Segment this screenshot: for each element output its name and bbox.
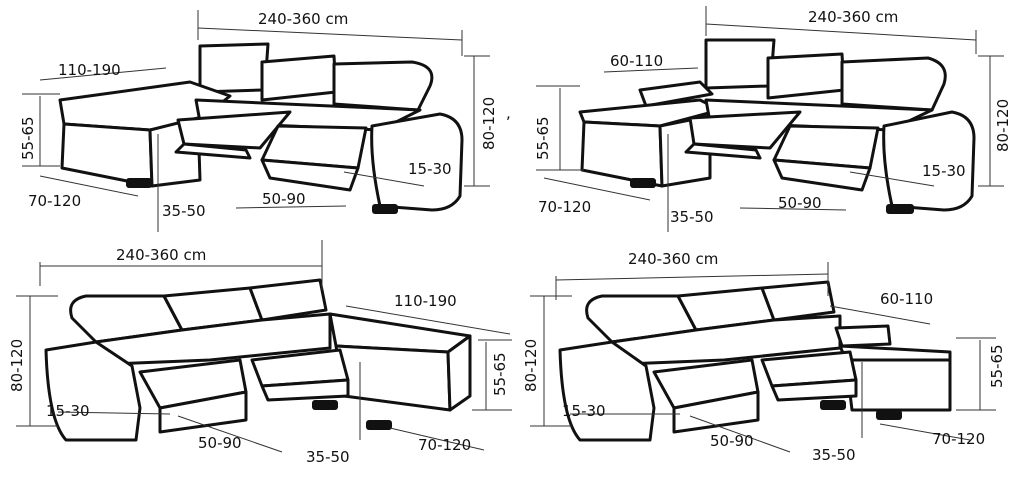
total-height-label: 80-120 bbox=[8, 339, 26, 392]
seat-height-label: 55-65 bbox=[19, 116, 37, 160]
seat-height-label: 55-65 bbox=[534, 116, 552, 160]
width-label: 240-360 cm bbox=[628, 250, 718, 268]
backrest-tilt-label: 15-30 bbox=[408, 160, 452, 178]
total-height-label: 80-120 bbox=[480, 97, 498, 150]
chaise-depth-label: 70-120 bbox=[932, 430, 985, 448]
separator-mark: , bbox=[506, 104, 511, 122]
dimension-lines bbox=[22, 10, 490, 232]
sofa-drawing bbox=[44, 278, 472, 442]
sofa-drawing bbox=[58, 42, 464, 214]
chaise-length-label: 60-110 bbox=[610, 52, 663, 70]
chaise-length-label: 110-190 bbox=[58, 61, 121, 79]
chaise-depth-label: 70-120 bbox=[418, 436, 471, 454]
recline-depth-label: 35-50 bbox=[162, 202, 206, 220]
total-height-label: 80-120 bbox=[522, 339, 540, 392]
chaise-depth-label: 70-120 bbox=[28, 192, 81, 210]
footrest-label: 50-90 bbox=[198, 434, 242, 452]
footrest-label: 50-90 bbox=[778, 194, 822, 212]
seat-height-label: 55-65 bbox=[988, 344, 1006, 388]
recline-depth-label: 35-50 bbox=[670, 208, 714, 226]
sofa-drawing bbox=[558, 280, 952, 442]
seat-height-label: 55-65 bbox=[491, 352, 509, 396]
total-height-label: 80-120 bbox=[994, 99, 1012, 152]
panel-top-left: 240-360 cm 110-190 55-65 70-120 35-50 50… bbox=[19, 10, 498, 232]
backrest-tilt-label: 15-30 bbox=[922, 162, 966, 180]
backrest-tilt-label: 15-30 bbox=[46, 402, 90, 420]
chaise-length-label: 60-110 bbox=[880, 290, 933, 308]
panel-bottom-right: 240-360 cm 60-110 55-65 70-120 35-50 50-… bbox=[522, 250, 1006, 464]
panel-bottom-left: 240-360 cm 110-190 55-65 70-120 35-50 50… bbox=[8, 240, 512, 466]
footrest-label: 50-90 bbox=[710, 432, 754, 450]
width-label: 240-360 cm bbox=[258, 10, 348, 28]
dimension-lines bbox=[530, 262, 996, 453]
recline-depth-label: 35-50 bbox=[812, 446, 856, 464]
dimension-lines bbox=[16, 240, 512, 453]
sofa-drawing bbox=[578, 38, 976, 214]
chaise-depth-label: 70-120 bbox=[538, 198, 591, 216]
width-label: 240-360 cm bbox=[808, 8, 898, 26]
footrest-label: 50-90 bbox=[262, 190, 306, 208]
width-label: 240-360 cm bbox=[116, 246, 206, 264]
dimension-lines bbox=[536, 6, 1004, 232]
backrest-tilt-label: 15-30 bbox=[562, 402, 606, 420]
recline-depth-label: 35-50 bbox=[306, 448, 350, 466]
chaise-length-label: 110-190 bbox=[394, 292, 457, 310]
panel-top-right: 240-360 cm 60-110 55-65 70-120 35-50 50-… bbox=[534, 6, 1012, 232]
